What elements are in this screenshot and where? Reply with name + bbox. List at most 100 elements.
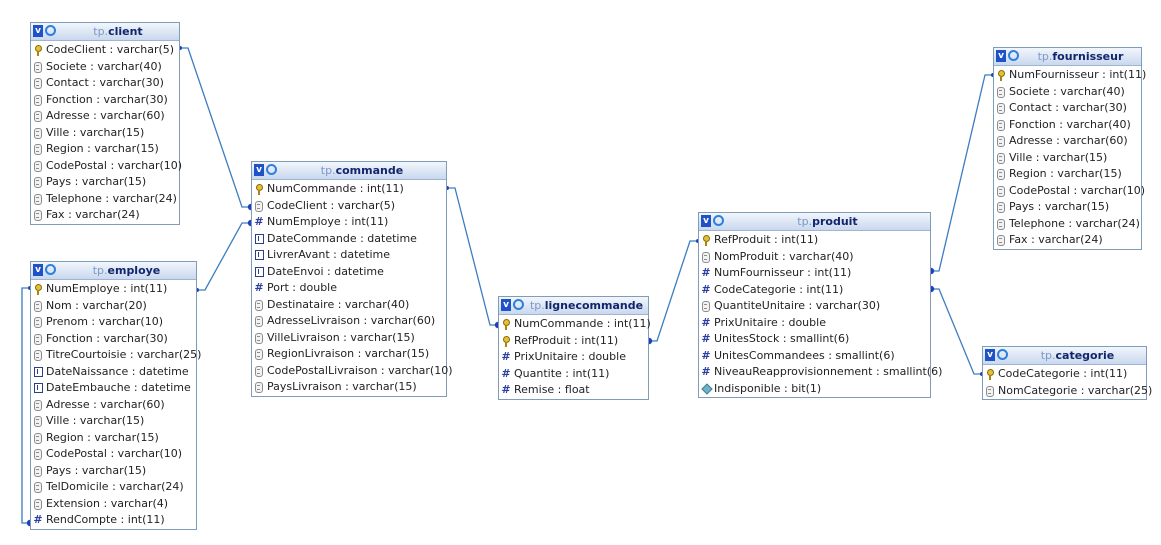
table-column-row[interactable]: NumEmploye : int(11) bbox=[252, 214, 446, 231]
table-column-row[interactable]: Pays : varchar(15) bbox=[994, 199, 1141, 216]
collapse-v-icon[interactable]: v bbox=[985, 349, 995, 361]
table-column-row[interactable]: NumFournisseur : int(11) bbox=[994, 67, 1146, 84]
table-column-row[interactable]: UnitesCommandees : smallint(6) bbox=[699, 348, 930, 365]
table-column-row[interactable]: Adresse : varchar(60) bbox=[994, 133, 1141, 150]
table-column-row[interactable]: AdresseLivraison : varchar(60) bbox=[252, 313, 446, 330]
table-column-row[interactable]: Region : varchar(15) bbox=[31, 141, 179, 158]
table-column-row[interactable]: Adresse : varchar(60) bbox=[31, 108, 179, 125]
table-column-row[interactable]: Pays : varchar(15) bbox=[31, 463, 196, 480]
link-produit-lignecommande[interactable] bbox=[649, 240, 698, 342]
table-column-row[interactable]: RefProduit : int(11) bbox=[699, 232, 930, 249]
table-column-row[interactable]: Adresse : varchar(60) bbox=[31, 397, 196, 414]
table-column-row[interactable]: CodeCategorie : int(11) bbox=[699, 282, 930, 299]
table-column-row[interactable]: Remise : float bbox=[499, 382, 648, 399]
table-column-row[interactable]: Fonction : varchar(30) bbox=[31, 92, 179, 109]
link-employe-commande[interactable] bbox=[197, 222, 251, 291]
table-column-row[interactable]: Contact : varchar(30) bbox=[31, 75, 179, 92]
table-column-row[interactable]: DateEnvoi : datetime bbox=[252, 264, 446, 281]
table-column-row[interactable]: DateEmbauche : datetime bbox=[31, 380, 196, 397]
link-client-commande[interactable] bbox=[180, 47, 251, 208]
table-column-row[interactable]: Contact : varchar(30) bbox=[994, 100, 1141, 117]
table-column-row[interactable]: CodePostal : varchar(10) bbox=[994, 183, 1145, 200]
gear-icon[interactable] bbox=[45, 264, 56, 275]
table-column-row[interactable]: Quantite : int(11) bbox=[499, 366, 648, 383]
gear-icon[interactable] bbox=[1008, 50, 1019, 61]
table-column-row[interactable]: Port : double bbox=[252, 280, 446, 297]
table-column-row[interactable]: CodeClient : varchar(5) bbox=[252, 198, 446, 215]
table-column-row[interactable]: NomProduit : varchar(40) bbox=[699, 249, 930, 266]
link-fournisseur-produit[interactable] bbox=[931, 74, 993, 272]
link-categorie-produit[interactable] bbox=[931, 288, 982, 375]
table-column-row[interactable]: CodeCategorie : int(11) bbox=[983, 366, 1146, 383]
gear-icon[interactable] bbox=[266, 164, 277, 175]
table-column-row[interactable]: PaysLivraison : varchar(15) bbox=[252, 379, 446, 396]
collapse-v-icon[interactable]: v bbox=[33, 25, 43, 37]
table-column-row[interactable]: NumEmploye : int(11) bbox=[31, 281, 196, 298]
table-column-row[interactable]: Telephone : varchar(24) bbox=[994, 216, 1141, 233]
table-column-row[interactable]: Region : varchar(15) bbox=[994, 166, 1141, 183]
table-column-row[interactable]: LivrerAvant : datetime bbox=[252, 247, 446, 264]
table-column-row[interactable]: Fonction : varchar(40) bbox=[994, 117, 1141, 134]
collapse-v-icon[interactable]: v bbox=[501, 299, 511, 311]
link-employe-self[interactable] bbox=[21, 287, 30, 524]
table-column-row[interactable]: Extension : varchar(4) bbox=[31, 496, 196, 513]
table-column-row[interactable]: DateCommande : datetime bbox=[252, 231, 446, 248]
collapse-v-icon[interactable]: v bbox=[701, 215, 711, 227]
table-column-row[interactable]: NumFournisseur : int(11) bbox=[699, 265, 930, 282]
table-column-row[interactable]: Region : varchar(15) bbox=[31, 430, 196, 447]
table-column-row[interactable]: DateNaissance : datetime bbox=[31, 364, 196, 381]
table-column-row[interactable]: Destinataire : varchar(40) bbox=[252, 297, 446, 314]
table-column-row[interactable]: UnitesStock : smallint(6) bbox=[699, 331, 930, 348]
table-column-row[interactable]: Nom : varchar(20) bbox=[31, 298, 196, 315]
table-column-row[interactable]: Ville : varchar(15) bbox=[31, 413, 196, 430]
table-column-row[interactable]: TelDomicile : varchar(24) bbox=[31, 479, 196, 496]
table-column-row[interactable]: Fax : varchar(24) bbox=[994, 232, 1141, 249]
table-column-row[interactable]: Societe : varchar(40) bbox=[31, 59, 179, 76]
table-column-row[interactable]: RendCompte : int(11) bbox=[31, 512, 196, 529]
table-column-row[interactable]: PrixUnitaire : double bbox=[499, 349, 648, 366]
table-column-row[interactable]: NomCategorie : varchar(25) bbox=[983, 383, 1152, 400]
table-column-row[interactable]: Fonction : varchar(30) bbox=[31, 331, 196, 348]
table-column-row[interactable]: Societe : varchar(40) bbox=[994, 84, 1141, 101]
table-column-row[interactable]: Ville : varchar(15) bbox=[31, 125, 179, 142]
gear-icon[interactable] bbox=[45, 25, 56, 36]
table-column-row[interactable]: Fax : varchar(24) bbox=[31, 207, 179, 224]
gear-icon[interactable] bbox=[997, 349, 1008, 360]
table-column-row[interactable]: TitreCourtoisie : varchar(25) bbox=[31, 347, 201, 364]
table-column-row[interactable]: CodePostalLivraison : varchar(10) bbox=[252, 363, 453, 380]
table-column-row[interactable]: CodeClient : varchar(5) bbox=[31, 42, 179, 59]
table-column-row[interactable]: Ville : varchar(15) bbox=[994, 150, 1141, 167]
collapse-v-icon[interactable]: v bbox=[254, 164, 264, 176]
collapse-v-icon[interactable]: v bbox=[33, 264, 43, 276]
table-column-row[interactable]: NiveauReapprovisionnement : smallint(6) bbox=[699, 364, 942, 381]
table-column-row[interactable]: CodePostal : varchar(10) bbox=[31, 446, 196, 463]
table-column-row[interactable]: Pays : varchar(15) bbox=[31, 174, 179, 191]
table-column-row[interactable]: PrixUnitaire : double bbox=[699, 315, 930, 332]
collapse-v-icon[interactable]: v bbox=[996, 50, 1006, 62]
table-column-row[interactable]: NumCommande : int(11) bbox=[499, 316, 651, 333]
table-column-row[interactable]: Prenom : varchar(10) bbox=[31, 314, 196, 331]
table-column-row[interactable]: VilleLivraison : varchar(15) bbox=[252, 330, 446, 347]
link-commande-lignecommande[interactable] bbox=[447, 187, 498, 326]
table-column-row[interactable]: Telephone : varchar(24) bbox=[31, 191, 179, 208]
table-column-row[interactable]: Indisponible : bit(1) bbox=[699, 381, 930, 398]
table-column-row[interactable]: NumCommande : int(11) bbox=[252, 181, 446, 198]
gear-icon[interactable] bbox=[713, 215, 724, 226]
table-column-row[interactable]: RegionLivraison : varchar(15) bbox=[252, 346, 446, 363]
table-column-row[interactable]: CodePostal : varchar(10) bbox=[31, 158, 182, 175]
table-column-row[interactable]: RefProduit : int(11) bbox=[499, 333, 648, 350]
